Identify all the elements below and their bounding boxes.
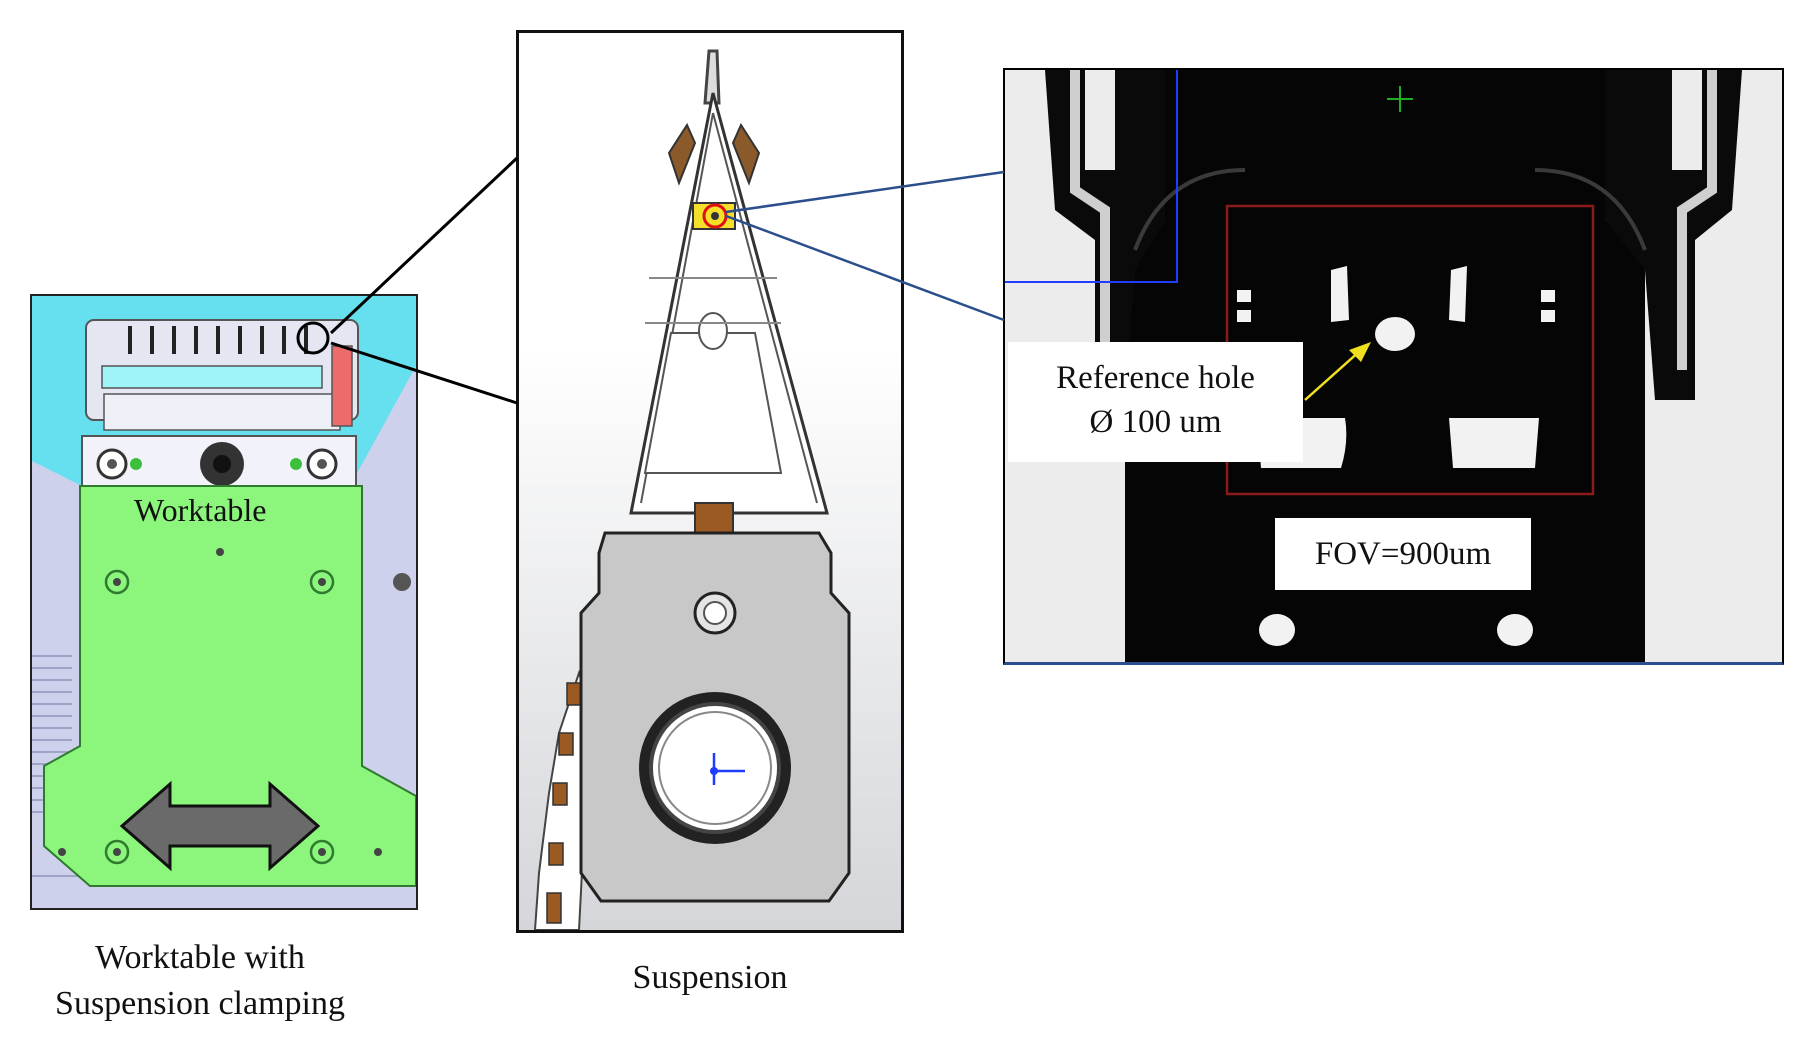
worktable-caption-line2: Suspension clamping [55,985,345,1022]
worktable-panel: Worktable [30,294,418,910]
worktable-drawing [32,296,416,908]
reference-hole-label: Reference hole Ø 100 um [1008,342,1303,462]
fov-label: FOV=900um [1275,518,1531,590]
camera-view-panel: Reference hole Ø 100 um FOV=900um [1003,68,1784,665]
clamp-highlight-circle [296,321,330,355]
reference-arrow-head [1349,342,1371,362]
connector-worktable-top [329,156,519,335]
worktable-label: Worktable [134,492,267,528]
connector-suspension-bottom [725,214,1005,322]
crosshair-icon [1387,86,1413,112]
reference-hole-title: Reference hole [1056,360,1255,396]
worktable-caption: Worktable with Suspension clamping [10,935,390,1027]
worktable-caption-line1: Worktable with [95,939,305,976]
connector-suspension-top [725,170,1005,214]
double-headed-arrow-icon [119,780,321,872]
reference-hole-diameter: Ø 100 um [1089,404,1222,440]
suspension-drawing [533,49,851,930]
connector-worktable-bottom [330,341,518,405]
suspension-panel [516,30,904,933]
camera-image [1005,70,1782,662]
suspension-caption: Suspension [632,959,788,996]
